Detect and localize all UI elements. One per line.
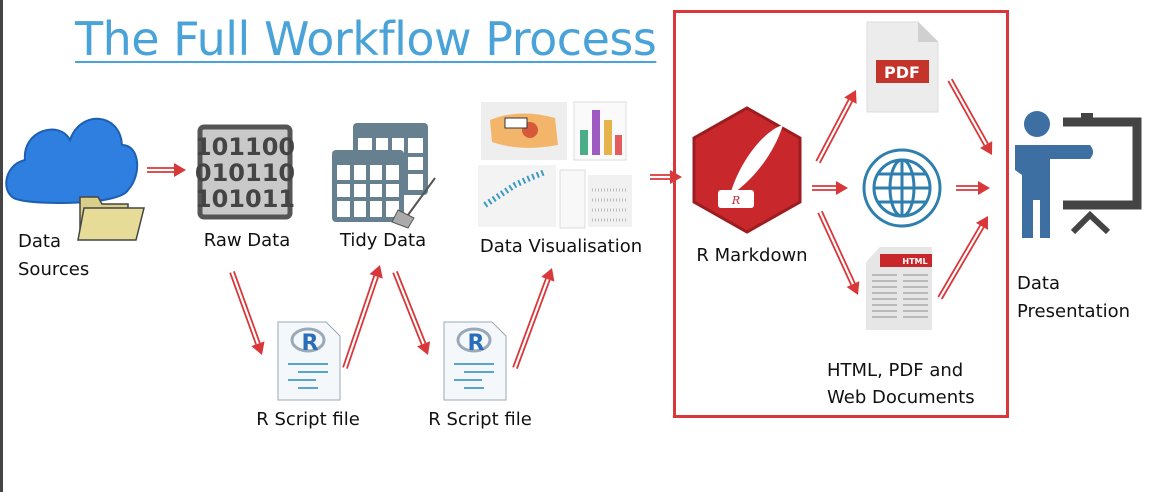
flow-arrow <box>147 163 186 177</box>
slide-title: The Full Workflow Process <box>75 12 657 66</box>
data-presentation-label-line1: Data <box>1017 273 1060 294</box>
tidy-data-label: Tidy Data <box>339 230 427 251</box>
globe-icon <box>862 148 942 228</box>
svg-text:R: R <box>302 331 319 356</box>
flow-arrows <box>147 78 993 370</box>
r-script-file-icon: R <box>277 321 341 401</box>
table-broom-icon <box>332 123 436 229</box>
flow-arrow <box>392 270 431 355</box>
slide-edge <box>0 0 3 492</box>
svg-text:HTML: HTML <box>902 257 927 266</box>
r-markdown-label: R Markdown <box>696 245 808 266</box>
svg-text:101100: 101100 <box>195 133 295 161</box>
outputs-label-line1: HTML, PDF and <box>827 360 964 381</box>
flow-arrow <box>815 90 857 164</box>
r-script-file-label-1: R Script file <box>256 409 360 430</box>
flow-arrow <box>937 216 988 300</box>
svg-text:R: R <box>731 194 740 207</box>
flow-arrow <box>512 268 555 370</box>
flow-arrow <box>947 78 993 155</box>
raw-data-label: Raw Data <box>203 230 291 251</box>
data-visualisation-label: Data Visualisation <box>479 236 643 257</box>
flow-arrow <box>229 271 265 355</box>
data-presentation-label-line2: Presentation <box>1017 301 1131 322</box>
flow-arrow <box>342 265 383 369</box>
folder-icon <box>77 196 145 241</box>
flow-arrow <box>812 181 848 195</box>
data-sources-label-line2: Sources <box>18 259 90 280</box>
svg-text:010110: 010110 <box>195 159 295 187</box>
r-script-file-icon: R <box>443 321 507 401</box>
cloud-icon <box>5 117 139 204</box>
svg-text:PDF: PDF <box>884 63 920 82</box>
svg-text:R: R <box>468 331 485 356</box>
svg-text:101011: 101011 <box>195 185 295 213</box>
r-script-file-label-2: R Script file <box>428 409 532 430</box>
presenter-icon <box>1015 111 1142 238</box>
outputs-label-line2: Web Documents <box>827 387 975 408</box>
chart-thumbnails <box>478 101 632 229</box>
flow-arrow <box>817 210 860 295</box>
r-markdown-logo-icon: R <box>692 106 802 234</box>
r-markdown-highlight-box <box>673 10 1009 418</box>
pdf-document-icon: PDF <box>866 21 939 113</box>
flow-arrow <box>956 181 990 195</box>
html-document-icon: HTML <box>866 247 932 330</box>
data-sources-label-line1: Data <box>18 231 61 252</box>
binary-data-icon: 101100 010110 101011 <box>195 124 295 220</box>
